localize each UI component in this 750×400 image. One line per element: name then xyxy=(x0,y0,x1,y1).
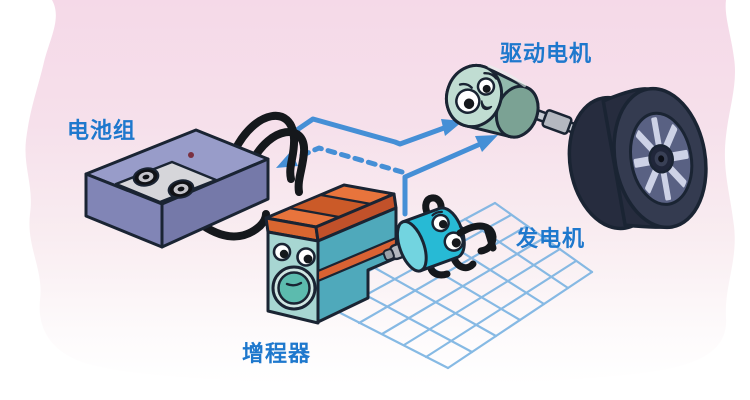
generator-cable-arm xyxy=(456,222,497,255)
arrowhead-to-motor-2 xyxy=(475,135,498,152)
label-battery-pack: 电池组 xyxy=(67,118,136,144)
battery-port-2 xyxy=(167,179,195,199)
battery-indicator-dot xyxy=(188,152,194,158)
generator-cable-loop xyxy=(422,194,445,219)
flow-generator-to-motor xyxy=(402,142,481,217)
range-extender xyxy=(264,183,398,325)
label-drive-motor: 驱动电机 xyxy=(500,42,592,67)
generator xyxy=(382,206,466,273)
label-generator: 发电机 xyxy=(515,226,585,252)
battery-port-1 xyxy=(132,167,160,187)
battery-cable-top-2 xyxy=(248,128,309,196)
labels: 电池组 驱动电机 发电机 增程器 xyxy=(67,42,592,367)
wheel-rim xyxy=(629,111,694,206)
drive-motor xyxy=(445,63,540,139)
wheel xyxy=(567,86,708,231)
range-extender-speaker-inner xyxy=(277,271,311,305)
label-range-extender: 增程器 xyxy=(242,341,311,367)
flow-battery-to-motor xyxy=(288,116,447,147)
battery-pack xyxy=(84,128,270,249)
drive-motor-face xyxy=(455,71,498,114)
range-extender-face xyxy=(271,242,317,311)
